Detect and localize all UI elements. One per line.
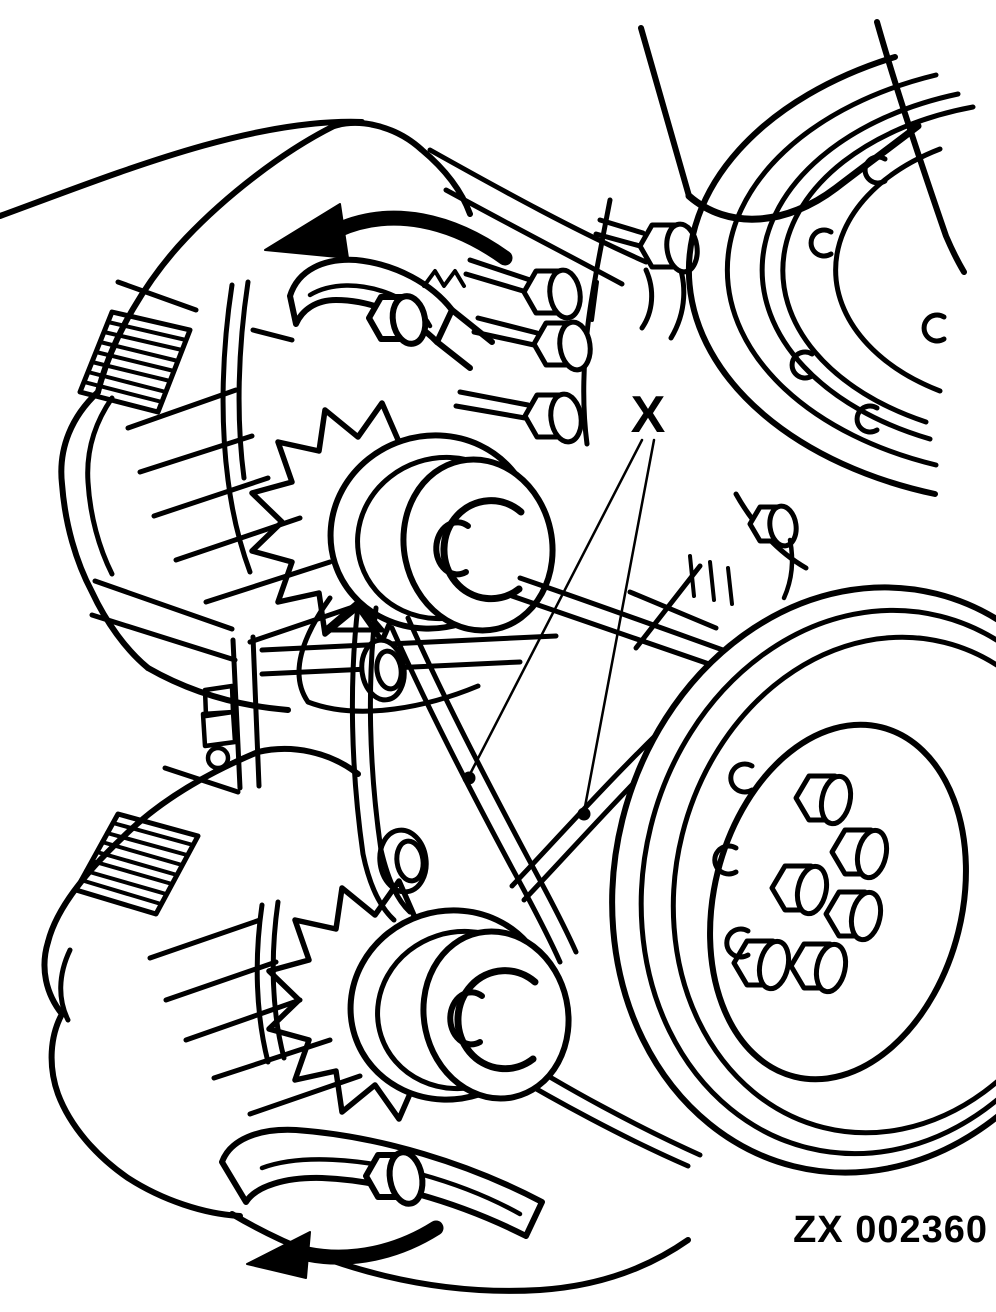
break-arc: [639, 267, 655, 331]
upper-alternator: [58, 120, 473, 713]
ink-layer: X ZX 002360: [0, 19, 996, 1294]
lower-alternator-fan: [266, 878, 419, 1122]
body-seam: [254, 902, 271, 1065]
bracket-bolt-cap: [389, 293, 429, 347]
upper-adjusting-bracket: [287, 256, 495, 371]
hub-shadow: [433, 519, 471, 578]
drive-belts: [349, 575, 748, 1169]
lower-adjusting-bracket: [219, 1126, 545, 1239]
hub-bore: [454, 967, 539, 1073]
body-contour-lines: [147, 765, 363, 1117]
upper-hose: [0, 19, 967, 275]
body-seam: [236, 279, 251, 481]
bracket-bolt-cap: [386, 1149, 426, 1207]
break-mark: [422, 269, 466, 288]
body-seam: [270, 899, 287, 1061]
hub-bore: [440, 497, 525, 603]
lower-arrowhead: [246, 1231, 311, 1279]
leader-line: [467, 438, 644, 778]
lower-rotation-arrow: [246, 1220, 444, 1279]
pivot-bolt-head: [394, 838, 426, 884]
pivot-bolt-head: [374, 648, 404, 692]
body-seam: [220, 282, 253, 575]
hub-shadow: [447, 989, 485, 1048]
fan-pulley-bolt-holes: [789, 154, 947, 435]
belt-check-dot: [577, 807, 591, 821]
lower-alternator-pulley: [347, 907, 572, 1103]
figure-code: ZX 002360: [793, 1209, 988, 1251]
upper-vent-grille: [77, 309, 193, 415]
belt-check-dot: [462, 771, 476, 785]
lower-vent-grille: [73, 811, 201, 917]
upper-alternator-pulley: [327, 432, 556, 634]
belt-callout-label: X: [631, 386, 666, 444]
mounting-studs: [453, 217, 700, 445]
leader-line: [582, 438, 656, 814]
upper-rotation-arrow: [264, 203, 513, 266]
upper-alternator-fan: [249, 400, 402, 644]
crankshaft-pulley: [609, 584, 996, 1176]
hub-bolts: [731, 773, 890, 995]
body-contour-lines: [115, 279, 359, 645]
hub-bolt-holes: [712, 761, 755, 960]
fan-pulley: [685, 54, 976, 601]
upper-arrowhead: [264, 203, 349, 259]
belt-callout: X: [462, 386, 666, 821]
